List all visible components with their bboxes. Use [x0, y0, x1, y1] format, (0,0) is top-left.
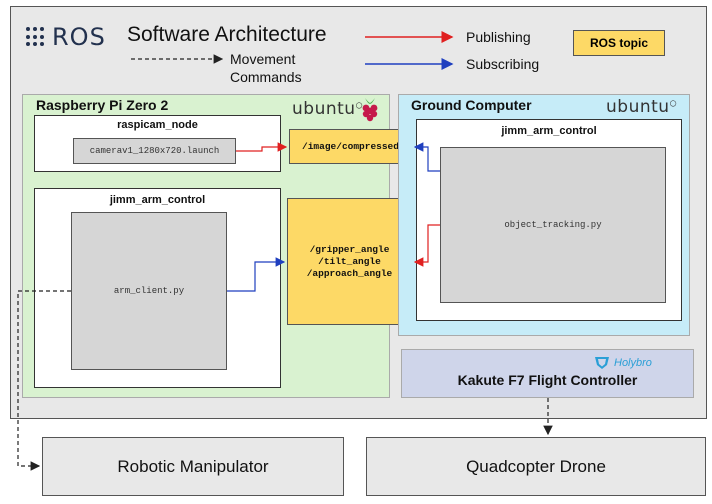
angles-publish-arrow	[413, 224, 440, 267]
raspberry-pi-title: Raspberry Pi Zero 2	[36, 97, 169, 113]
flight-controller-box	[401, 349, 694, 398]
ubuntu-logo-text: ubuntu	[606, 97, 670, 117]
raspicam-node-title: raspicam_node	[117, 119, 198, 131]
diagram-title: Software Architecture	[127, 23, 327, 46]
image-subscribe-arrow	[413, 142, 440, 172]
ros-logo: ROS	[26, 22, 106, 52]
ubuntu-logo-ground: ubuntu○	[606, 97, 678, 117]
raspberry-icon	[362, 98, 378, 122]
ros-logo-text: ROS	[52, 23, 106, 51]
legend-movement-commands-label: Movement Commands	[230, 51, 302, 85]
raspicam-publish-arrow	[236, 142, 288, 152]
arm-client-script: arm_client.py	[71, 212, 227, 370]
legend-subscribing-label: Subscribing	[466, 56, 540, 72]
ubuntu-logo-rpi: ubuntu○	[292, 99, 364, 119]
rpi-arm-control-title: jimm_arm_control	[109, 194, 206, 206]
ubuntu-logo-text: ubuntu	[292, 99, 356, 119]
legend-publishing-label: Publishing	[466, 29, 531, 45]
quadcopter-drone-box: Quadcopter Drone	[366, 437, 706, 496]
object-tracking-script: object_tracking.py	[440, 147, 666, 303]
ground-computer-title: Ground Computer	[411, 97, 532, 113]
holybro-logo: Holybro	[594, 354, 690, 372]
ground-arm-control-title: jimm_arm_control	[501, 125, 597, 137]
angles-subscribe-arrow	[227, 257, 286, 292]
manipulator-movement-arrow	[17, 290, 71, 471]
flight-controller-title: Kakute F7 Flight Controller	[457, 372, 638, 388]
ros-dots-icon	[26, 27, 46, 47]
holybro-logo-text: Holybro	[614, 357, 652, 369]
topic-arm-angles: /gripper_angle /tilt_angle /approach_ang…	[287, 198, 412, 325]
raspicam-launch-file: camerav1_1280x720.launch	[73, 138, 236, 164]
legend-ros-topic: ROS topic	[573, 30, 665, 56]
robotic-manipulator-box: Robotic Manipulator	[42, 437, 344, 496]
holybro-shield-icon	[595, 357, 609, 369]
